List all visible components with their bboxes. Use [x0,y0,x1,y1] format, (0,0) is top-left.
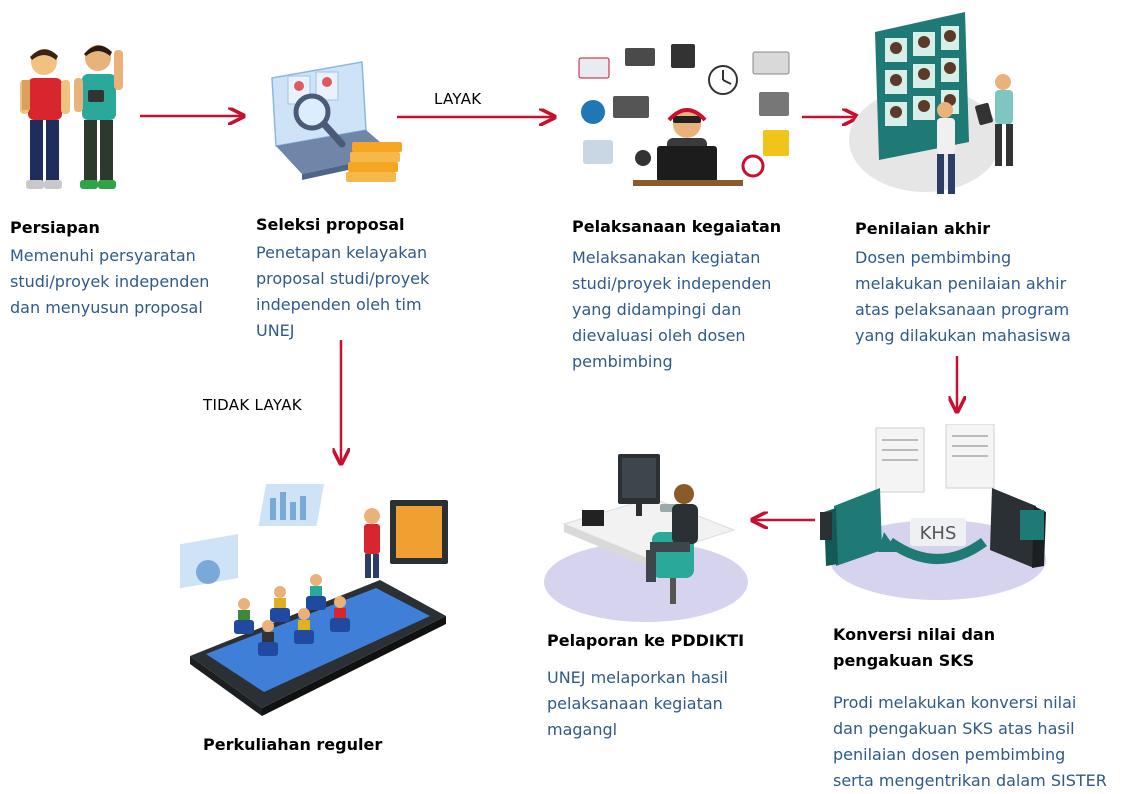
khs-badge: KHS [920,523,957,544]
step-desc-konversi: Prodi melakukan konversi nilai dan penga… [833,693,1107,790]
desk-worker-illustration [544,454,748,622]
edge-label-tidak-layak: TIDAK LAYAK [203,396,302,414]
step-title-perkuliahan: Perkuliahan reguler [203,735,383,754]
step-desc-pelaporan: UNEJ melaporkan hasil pelaksanaan kegiat… [547,668,728,739]
step-title-penilaian: Penilaian akhir [855,219,991,238]
edge-label-layak: LAYAK [434,90,482,108]
step-title-persiapan: Persiapan [10,218,100,237]
step-desc-seleksi: Penetapan kelayakan proposal studi/proye… [256,243,430,340]
step-title-pelaporan: Pelaporan ke PDDIKTI [547,631,745,650]
two-students-illustration [20,45,123,189]
step-title-pelaksanaan: Pelaksanaan kegaiatan [572,217,782,236]
laptop-magnifier-illustration [271,61,402,182]
step-desc-pelaksanaan: Melaksanakan kegiatan studi/proyek indep… [572,248,772,371]
step-title-konversi: Konversi nilai dan pengakuan SKS [833,625,996,670]
khs-transfer-illustration: KHS [820,424,1046,600]
classroom-tablet-illustration [180,484,448,716]
step-desc-penilaian: Dosen pembimbing melakukan penilaian akh… [855,248,1071,345]
step-desc-persiapan: Memenuhi persyaratan studi/proyek indepe… [10,246,210,317]
step-title-seleksi: Seleksi proposal [256,215,405,234]
video-call-board-illustration [849,12,1013,194]
person-with-icons-illustration [578,44,790,186]
